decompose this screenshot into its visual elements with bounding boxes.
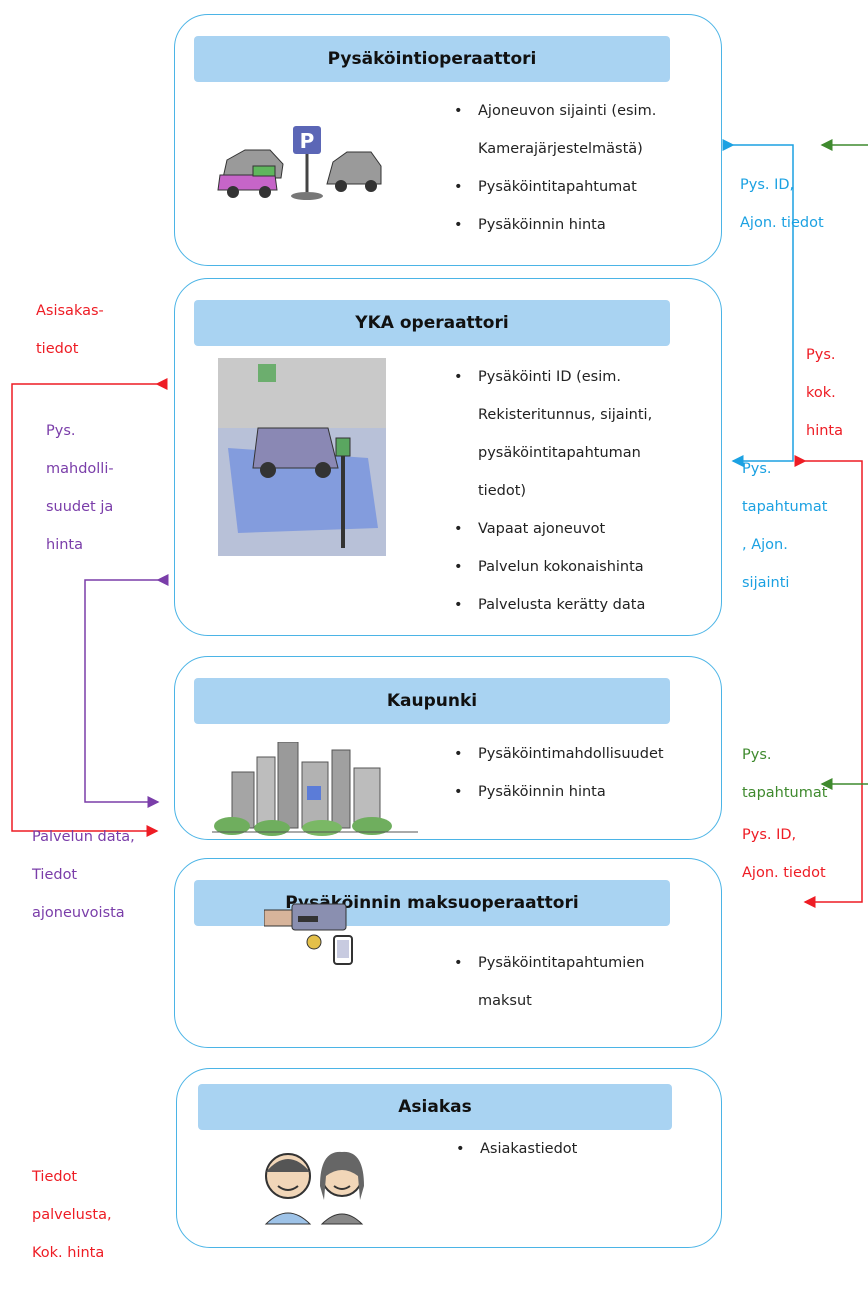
yka-operator-title: YKA operaattori xyxy=(194,300,670,346)
blue-right-connector xyxy=(722,139,794,467)
label-pys-id-ajon-tiedot: Pys. ID, Ajon. tiedot xyxy=(740,177,824,231)
list-item: Ajoneuvon sijainti (esim. Kamerajärjeste… xyxy=(454,92,714,168)
parking-operator-list: Ajoneuvon sijainti (esim. Kamerajärjeste… xyxy=(454,92,714,244)
city-title: Kaupunki xyxy=(194,678,670,724)
label-asiakastiedot: Asisakas- tiedot xyxy=(36,303,104,357)
street-scene-illustration xyxy=(218,358,386,556)
list-item: Pysäköintitapahtumien maksut xyxy=(454,944,714,1020)
list-item: Pysäköintimahdollisuudet xyxy=(454,735,714,773)
parking-lot-illustration: P xyxy=(217,126,382,200)
label-tiedot-palvelusta: Tiedot palvelusta, Kok. hinta xyxy=(32,1169,112,1261)
label-pys-tapahtumat-ajon-sijainti: Pys. tapahtumat , Ajon. sijainti xyxy=(742,461,828,591)
list-item: Palvelun kokonaishinta xyxy=(454,548,714,586)
customers-illustration xyxy=(264,1151,364,1225)
label-pys-tapahtumat: Pys. tapahtumat xyxy=(742,747,828,801)
list-item: Pysäköinti ID (esim. Rekisteritunnus, si… xyxy=(454,358,714,510)
red-right-connector xyxy=(794,455,863,908)
payment-illustration xyxy=(264,903,353,965)
label-pys-id-ajon-tiedot-red: Pys. ID, Ajon. tiedot xyxy=(742,827,826,881)
purple-left-connector xyxy=(84,574,169,808)
payment-operator-list: Pysäköintitapahtumien maksut xyxy=(454,944,714,1020)
label-pys-kok-hinta: Pys. kok. hinta xyxy=(806,347,843,439)
list-item: Pysäköinnin hinta xyxy=(454,206,714,244)
red-left-connector xyxy=(11,378,168,837)
label-pys-mahdollisuudet: Pys. mahdolli- suudet ja hinta xyxy=(46,423,114,553)
parking-operator-title: Pysäköintioperaattori xyxy=(194,36,670,82)
label-palvelun-data: Palvelun data, Tiedot ajoneuvoista xyxy=(32,829,135,921)
list-item: Palvelusta kerätty data xyxy=(454,586,714,624)
city-list: Pysäköintimahdollisuudet Pysäköinnin hin… xyxy=(454,735,714,811)
customer-title: Asiakas xyxy=(198,1084,672,1130)
list-item: Pysäköinnin hinta xyxy=(454,773,714,811)
svg-text:P: P xyxy=(300,129,315,153)
yka-operator-list: Pysäköinti ID (esim. Rekisteritunnus, si… xyxy=(454,358,714,624)
list-item: Asiakastiedot xyxy=(456,1130,696,1168)
list-item: Pysäköintitapahtumat xyxy=(454,168,714,206)
city-skyline-illustration xyxy=(212,742,418,836)
customer-list: Asiakastiedot xyxy=(456,1130,696,1168)
list-item: Vapaat ajoneuvot xyxy=(454,510,714,548)
